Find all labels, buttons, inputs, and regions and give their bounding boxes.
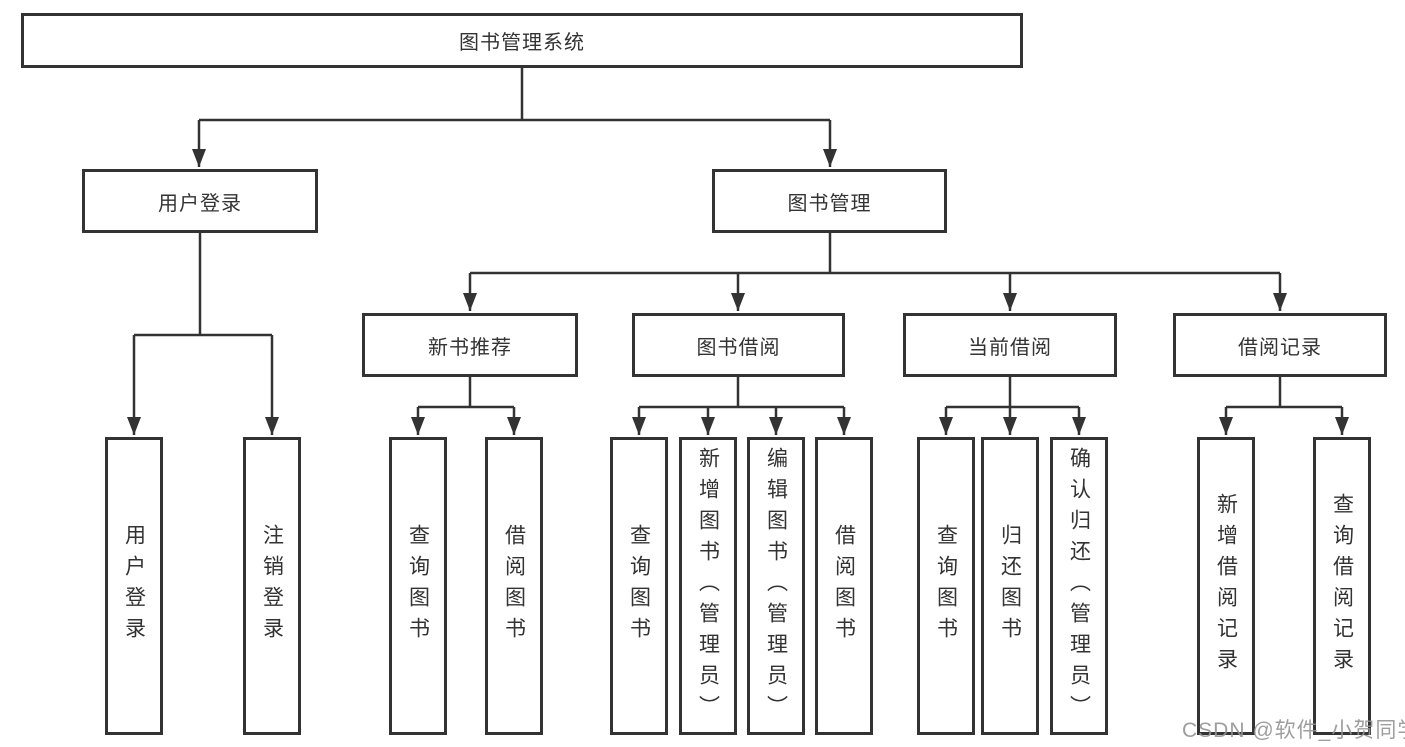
node-leaf-confirm-return-admin: 确认归还（管理员） bbox=[1050, 437, 1108, 735]
node-leaf-return-books-label: 归还图书 bbox=[998, 524, 1022, 648]
connector-new-book-rail bbox=[418, 377, 514, 409]
node-leaf-query-borrow-record-label: 查询借阅记录 bbox=[1330, 493, 1354, 679]
node-leaf-query-books-1: 查询图书 bbox=[389, 437, 447, 735]
node-book-borrowing: 图书借阅 bbox=[632, 313, 845, 377]
connector-borrow-records-rail bbox=[1226, 377, 1342, 409]
node-leaf-query-borrow-record: 查询借阅记录 bbox=[1313, 437, 1371, 735]
node-current-borrowing-label: 当前借阅 bbox=[968, 336, 1052, 359]
node-leaf-borrow-books-1: 借阅图书 bbox=[485, 437, 543, 735]
node-new-book-recommendation-label: 新书推荐 bbox=[428, 336, 512, 359]
node-leaf-query-books-3: 查询图书 bbox=[917, 437, 975, 735]
node-user-login: 用户登录 bbox=[82, 169, 318, 233]
node-library-management-system: 图书管理系统 bbox=[21, 13, 1023, 68]
node-leaf-add-borrow-record-label: 新增借阅记录 bbox=[1214, 493, 1238, 679]
node-leaf-return-books: 归还图书 bbox=[981, 437, 1039, 735]
node-leaf-edit-books-admin: 编辑图书（管理员） bbox=[747, 437, 805, 735]
connector-book-mgmt-rail bbox=[470, 233, 1280, 275]
node-leaf-borrow-books-2: 借阅图书 bbox=[815, 437, 873, 735]
connector-current-borrow-rail bbox=[946, 377, 1079, 409]
connector-book-borrow-rail bbox=[639, 377, 844, 409]
node-leaf-edit-books-admin-label: 编辑图书（管理员） bbox=[764, 446, 788, 726]
node-user-login-label: 用户登录 bbox=[158, 192, 242, 215]
connector-user-login-rail bbox=[134, 233, 272, 337]
node-leaf-query-books-1-label: 查询图书 bbox=[406, 524, 430, 648]
node-leaf-logout-label: 注销登录 bbox=[260, 524, 284, 648]
node-leaf-borrow-books-2-label: 借阅图书 bbox=[832, 524, 856, 648]
node-current-borrowing: 当前借阅 bbox=[903, 313, 1117, 377]
node-leaf-borrow-books-1-label: 借阅图书 bbox=[502, 524, 526, 648]
node-leaf-confirm-return-admin-label: 确认归还（管理员） bbox=[1067, 446, 1091, 726]
node-book-management: 图书管理 bbox=[712, 169, 947, 233]
node-leaf-query-books-2-label: 查询图书 bbox=[627, 524, 651, 648]
node-borrowing-records-label: 借阅记录 bbox=[1238, 336, 1322, 359]
node-leaf-add-books-admin-label: 新增图书（管理员） bbox=[696, 446, 720, 726]
node-leaf-add-borrow-record: 新增借阅记录 bbox=[1197, 437, 1255, 735]
node-library-management-system-label: 图书管理系统 bbox=[459, 32, 585, 54]
connector-root-rail bbox=[199, 68, 830, 122]
node-book-borrowing-label: 图书借阅 bbox=[696, 336, 781, 359]
node-leaf-user-login: 用户登录 bbox=[105, 437, 163, 735]
node-leaf-logout: 注销登录 bbox=[243, 437, 301, 735]
node-leaf-user-login-label: 用户登录 bbox=[122, 524, 146, 648]
node-borrowing-records: 借阅记录 bbox=[1173, 313, 1387, 377]
node-leaf-query-books-3-label: 查询图书 bbox=[934, 524, 958, 648]
node-new-book-recommendation: 新书推荐 bbox=[362, 313, 578, 377]
csdn-watermark: CSDN @软件_小贺同学 bbox=[1182, 719, 1405, 742]
node-book-management-label: 图书管理 bbox=[787, 192, 872, 215]
node-leaf-query-books-2: 查询图书 bbox=[610, 437, 668, 735]
node-leaf-add-books-admin: 新增图书（管理员） bbox=[679, 437, 737, 735]
